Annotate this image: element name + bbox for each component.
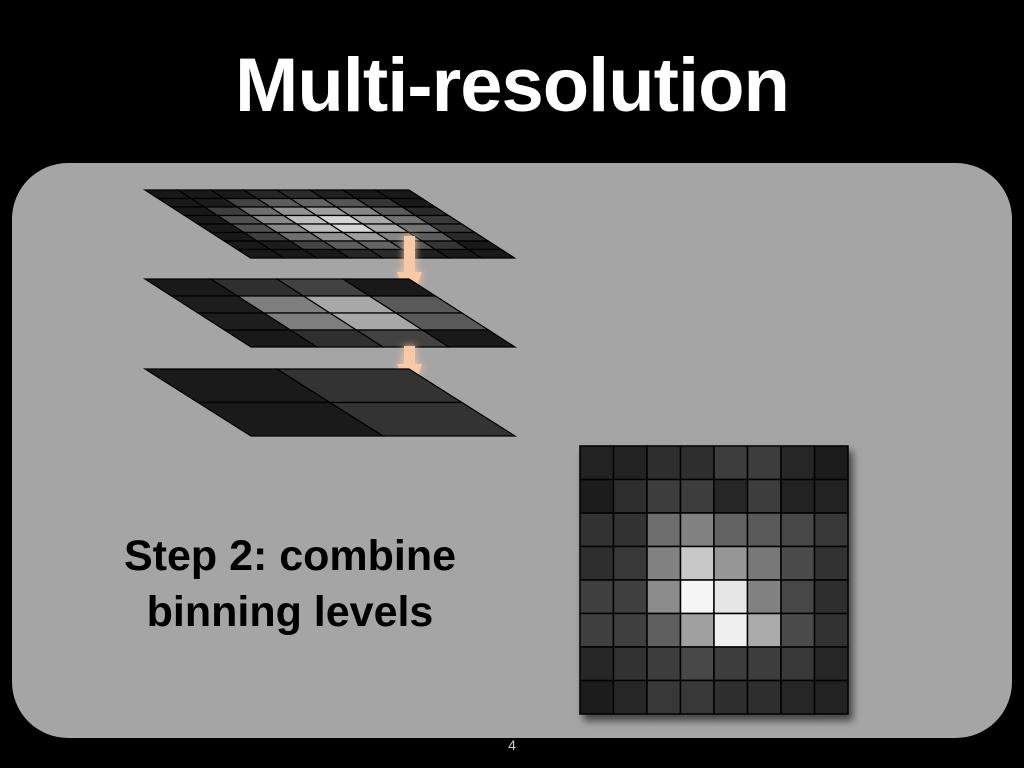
combined-grid-cell [813,646,849,682]
combined-grid-cell [646,646,682,682]
combined-grid-cell [813,512,849,548]
combined-grid-cell [612,445,648,481]
combined-grid-cell [679,612,715,648]
combined-grid-cell [713,612,749,648]
combined-grid-cell [679,445,715,481]
caption-line-2: binning levels [146,588,434,636]
combined-grid-cell [780,478,816,514]
combined-grid-cell [612,512,648,548]
combined-grid-cell [780,512,816,548]
combined-grid-cell [780,545,816,581]
combined-grid-cell [579,512,615,548]
combined-grid-cell [746,579,782,615]
combined-grid-cell [579,445,615,481]
slide-title: Multi-resolution [235,43,790,128]
combined-grid-cell [612,646,648,682]
combined-grid-cell [679,512,715,548]
combined-grid-cell [579,679,615,715]
combined-grid-cell [813,478,849,514]
combined-grid-cell [679,579,715,615]
combined-grid-cell [579,579,615,615]
combined-grid-cell [780,612,816,648]
layer-cell [327,401,518,437]
combined-result-grid [579,445,849,715]
combined-grid-cell [746,478,782,514]
combined-grid-cell [646,545,682,581]
combined-grid-cell [713,646,749,682]
layer-cell [466,248,517,259]
combined-grid-cell [579,545,615,581]
combined-grid-cell [646,512,682,548]
combined-grid-cell [746,512,782,548]
combined-grid-cell [579,612,615,648]
combined-grid-cell [646,579,682,615]
combined-grid-cell [746,679,782,715]
combined-grid-cell [713,478,749,514]
page-number: 4 [508,737,516,753]
combined-grid-cell [713,512,749,548]
combined-grid-cell [679,646,715,682]
combined-grid-cell [612,478,648,514]
combined-grid-cell [612,545,648,581]
combined-grid-cell [646,612,682,648]
step-caption: Step 2: combine binning levels [60,528,520,640]
combined-grid-cell [746,646,782,682]
combined-grid-cell [612,612,648,648]
layer-cell [420,329,518,348]
combined-grid-cell [646,445,682,481]
combined-grid-cell [579,646,615,682]
combined-grid-cell [713,545,749,581]
combined-grid-cell [746,612,782,648]
combined-grid-cell [813,445,849,481]
combined-grid-cell [713,445,749,481]
combined-grid-cell [813,612,849,648]
fine-binning-layer [142,189,517,259]
combined-grid-cell [780,445,816,481]
combined-grid-cell [679,679,715,715]
combined-grid-cell [746,445,782,481]
combined-grid-cell [780,646,816,682]
combined-grid-cell [746,545,782,581]
combined-grid-cell [780,579,816,615]
combined-grid-cell [612,679,648,715]
combined-grid-cell [713,679,749,715]
combined-grid-cell [612,579,648,615]
coarse-binning-layer [142,368,518,437]
combined-grid-cell [646,679,682,715]
combined-grid-cell [780,679,816,715]
combined-grid-cell [679,478,715,514]
combined-grid-cell [679,545,715,581]
combined-grid-cell [579,478,615,514]
caption-line-1: Step 2: combine [123,532,457,580]
combined-grid-cell [813,545,849,581]
combined-grid-cell [646,478,682,514]
medium-binning-layer [142,278,518,348]
combined-grid-cell [813,579,849,615]
combined-grid-cell [813,679,849,715]
combined-grid-cell [713,579,749,615]
